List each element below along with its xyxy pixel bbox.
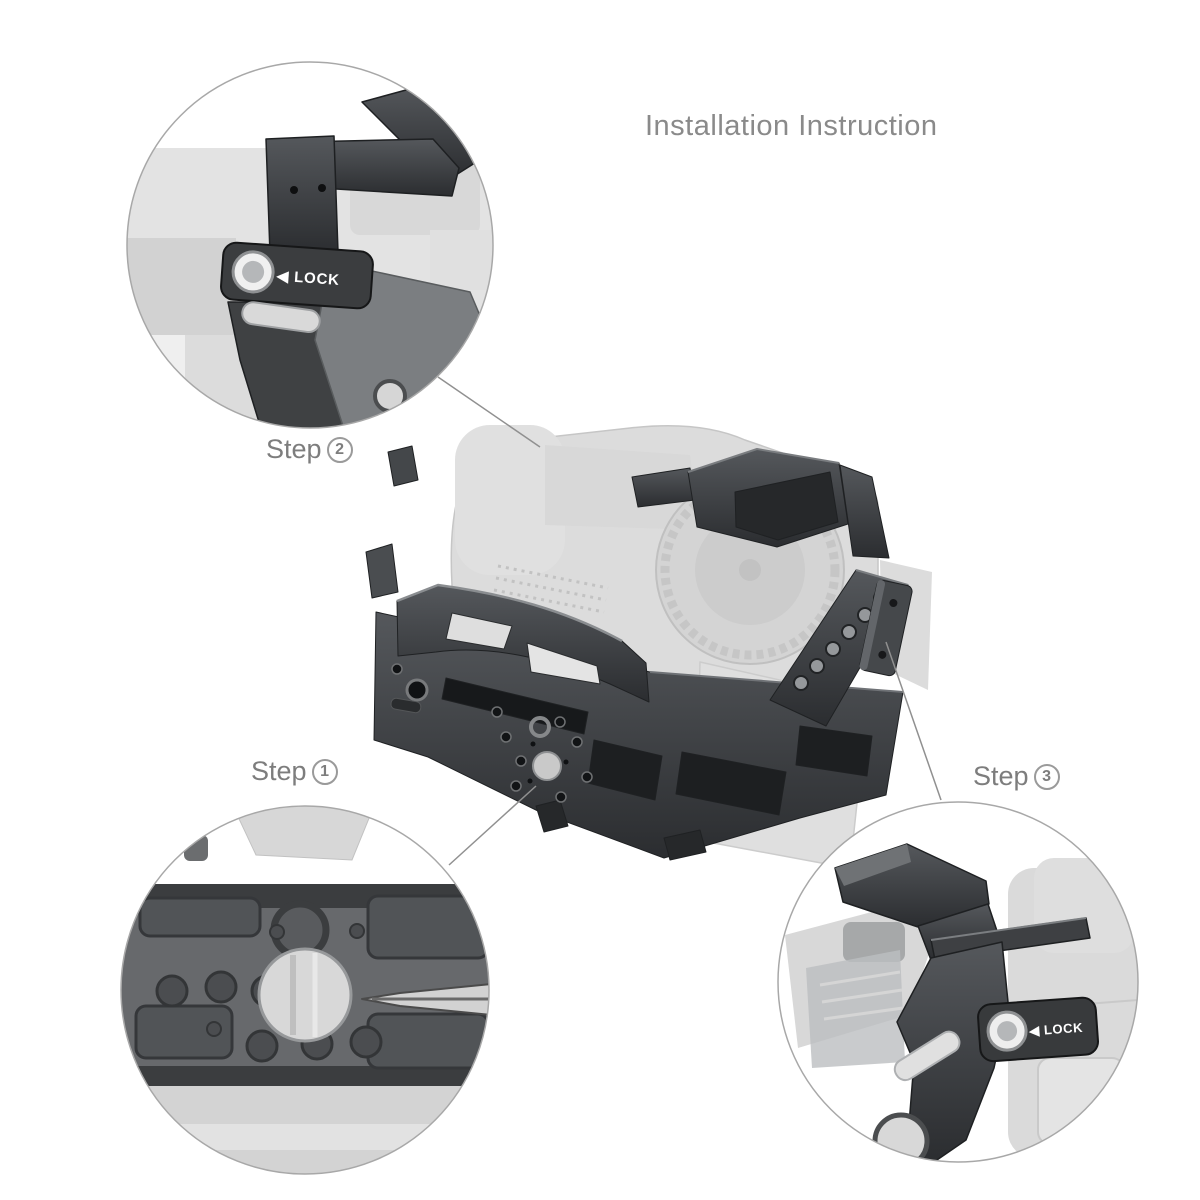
callout-step1-content: [121, 806, 489, 1174]
callout-circle-step1: [120, 805, 490, 1175]
leader-line-step2: [437, 376, 541, 448]
clamp-oblong-slot: [241, 301, 321, 334]
lock-label-step3: ◀ LOCK: [1028, 1020, 1084, 1039]
main-product-illustration: [365, 424, 932, 867]
leader-line-step1: [448, 785, 537, 866]
leader-line-step3: [885, 641, 942, 801]
baseplate-recess-2: [675, 751, 787, 816]
clamp-round-hole-step3: [872, 1112, 930, 1162]
camera-grip-hump: [455, 425, 565, 575]
plate-recess-topleft: [138, 896, 262, 938]
rail-thread-holes: [793, 590, 889, 691]
clamp-round-hole: [373, 379, 407, 413]
baseplate-left-cap: [390, 663, 429, 714]
baseplate-screw-pattern: [491, 706, 593, 803]
lock-plate-step2: ◀ LOCK: [220, 241, 374, 310]
step1-ghost-bottom-band: [121, 1124, 489, 1150]
step1-baseplate-closeup: [121, 884, 489, 1090]
lock-plate-step3: ◀ LOCK: [977, 996, 1100, 1063]
plate-recess-bottomright: [366, 1012, 489, 1070]
step1-ghost-top: [232, 806, 375, 861]
cage-corner-nub: [387, 445, 419, 487]
clamp-oblong-slot-step3: [893, 1030, 961, 1082]
handle-cutout-1: [445, 612, 513, 650]
step1-label-text: Step: [251, 756, 307, 786]
cage-side-rail: [769, 569, 913, 727]
step3-side-clamp: ◀ LOCK: [834, 843, 1100, 1162]
step2-label-text: Step: [266, 434, 322, 464]
baseplate-foot-1: [535, 799, 569, 833]
step3-label-text: Step: [973, 761, 1029, 791]
plate-recess-bottomleft: [134, 1004, 234, 1060]
callout-circle-step2: [126, 61, 494, 429]
hex-tool: [361, 983, 489, 1016]
cage-strap-lug: [365, 543, 399, 599]
callout-circle-step3: [777, 801, 1139, 1163]
callout-step3-content: ◀ LOCK: [785, 843, 1138, 1162]
camera-texture-dots: [493, 564, 609, 614]
cage-top-clamp: [631, 448, 890, 559]
step3-number-badge: 3: [1033, 763, 1060, 790]
leader-lines: [437, 376, 942, 866]
clamp-vertical-bracket: [265, 135, 339, 255]
plate-recess-topright: [366, 894, 489, 960]
baseplate-recess-3: [795, 725, 873, 777]
baseplate-slot: [441, 677, 589, 735]
baseplate-foot-2: [663, 829, 707, 861]
camera-top-deck: [545, 445, 700, 530]
cage-frame: [365, 445, 913, 861]
handle-cutout-2: [526, 642, 601, 685]
baseplate-recess-1: [587, 739, 663, 801]
lock-label-step2: ◀ LOCK: [275, 268, 340, 289]
nato-clamp: [859, 579, 913, 677]
quarter-inch-screw: [257, 947, 353, 1043]
step1-number-badge: 1: [311, 758, 338, 785]
cage-handle-bridge: [396, 583, 650, 703]
step2-number-badge: 2: [326, 436, 353, 463]
page-title: Installation Instruction: [645, 110, 938, 142]
